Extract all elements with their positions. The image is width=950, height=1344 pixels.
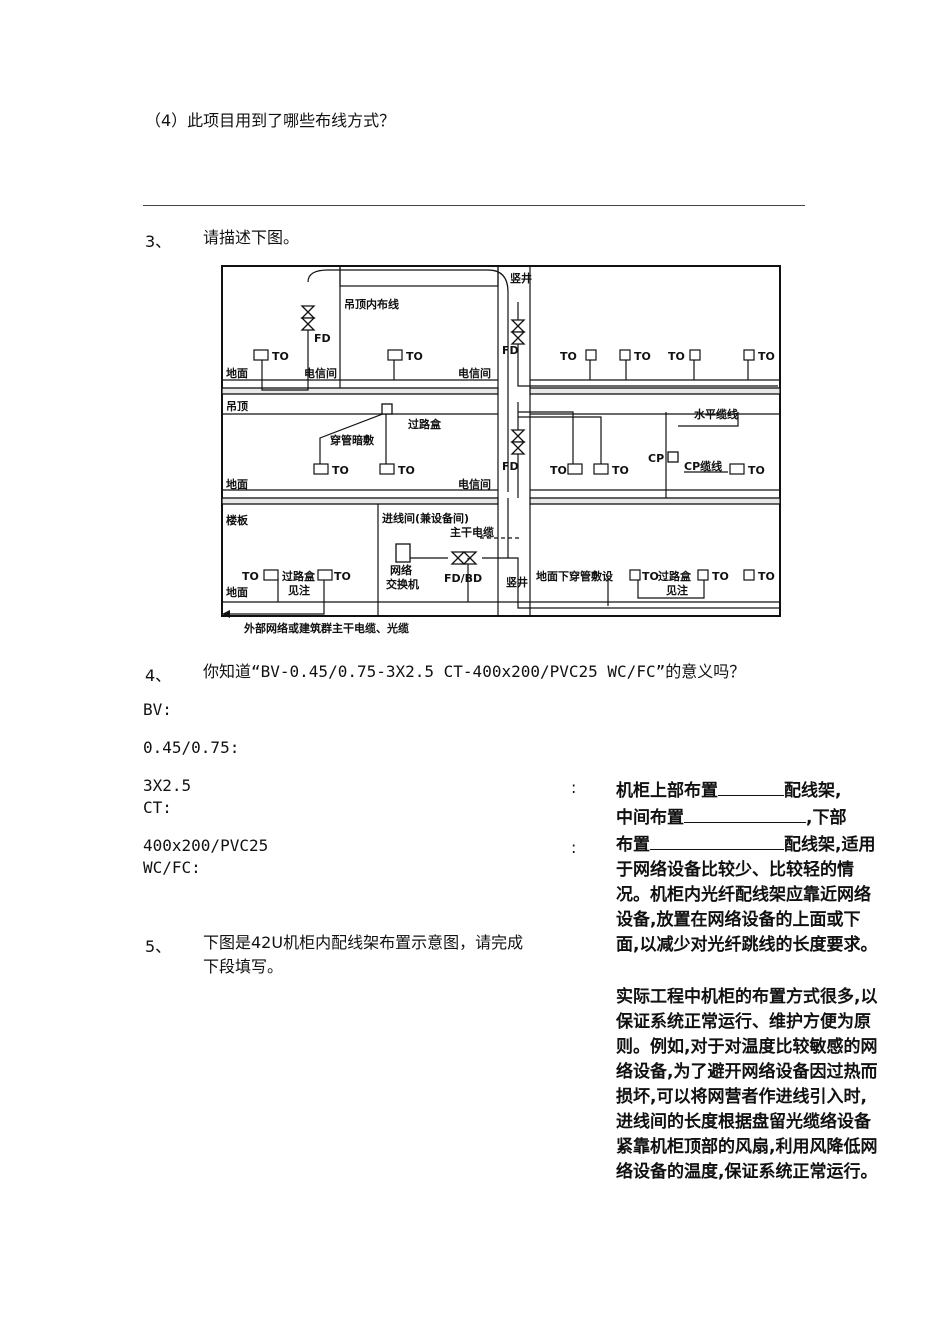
question-3-number: 3、 — [145, 232, 172, 251]
item-voltage: 0.45/0.75: — [143, 738, 240, 757]
label-to-6: TO — [758, 350, 775, 363]
label-fd-3: FD — [502, 460, 519, 473]
label-ceiling-wiring: 吊顶内布线 — [344, 297, 399, 311]
right-paragraph-1: 机柜上部布置配线架, 中间布置,下部 布置配线架,适用于网络设备比较少、比较轻的… — [616, 777, 878, 958]
label-to-11: TO — [748, 464, 765, 477]
blank-2[interactable] — [684, 804, 806, 823]
label-backbone-cable: 主干电缆 — [450, 525, 494, 539]
label-to-9: TO — [550, 464, 567, 477]
label-to-14: TO — [642, 570, 659, 583]
label-to-4: TO — [634, 350, 651, 363]
label-fd-1: FD — [314, 332, 331, 345]
label-telecom-3: 电信间 — [458, 477, 491, 491]
blank-3[interactable] — [650, 831, 784, 850]
label-entrance-room: 进线间(兼设备间) — [382, 511, 469, 525]
label-slab: 楼板 — [226, 513, 249, 527]
label-to-16: TO — [758, 570, 775, 583]
label-to-7: TO — [332, 464, 349, 477]
label-to-3: TO — [560, 350, 577, 363]
label-to-10: TO — [612, 464, 629, 477]
question-3-text: 请描述下图。 — [203, 228, 300, 247]
building-outline — [221, 265, 781, 617]
label-external: 外部网络或建筑群主干电缆、光缆 — [243, 621, 409, 635]
arrow-icon — [222, 610, 230, 618]
colon-2: : — [571, 838, 577, 857]
label-shaft-2: 竖井 — [506, 575, 528, 589]
label-junction-box-3: 过路盒 — [658, 569, 692, 583]
colon-1: : — [571, 778, 577, 797]
label-cp: CP — [648, 452, 664, 465]
label-to-13: TO — [334, 570, 351, 583]
cabling-diagram: 竖井 吊顶内布线 FD FD TO TO TO TO TO TO 地面 电信间 … — [221, 265, 781, 635]
question-5-line2: 下段填写。 — [203, 957, 284, 976]
label-to-2: TO — [406, 350, 423, 363]
item-3x25: 3X2.5 — [143, 776, 192, 795]
label-shaft: 竖井 — [510, 271, 532, 285]
item-wcfc: WC/FC: — [143, 858, 201, 877]
label-to-15: TO — [712, 570, 729, 583]
label-note-2: 见注 — [666, 583, 688, 597]
question-5-line1: 下图是42U机柜内配线架布置示意图，请完成 — [203, 933, 524, 952]
label-floor-1: 地面 — [226, 366, 248, 380]
label-to-1: TO — [272, 350, 289, 363]
label-telecom-1: 电信间 — [304, 366, 337, 380]
label-horizontal-cable: 水平缆线 — [694, 407, 738, 421]
label-to-5: TO — [668, 350, 685, 363]
question-4-subitem: （4）此项目用到了哪些布线方式？ — [145, 111, 396, 130]
label-floor-2: 地面 — [226, 477, 248, 491]
item-bv: BV: — [143, 700, 172, 719]
item-pvc: 400x200/PVC25 — [143, 836, 269, 855]
item-ct: CT: — [143, 798, 172, 817]
label-junction-box-2: 过路盒 — [282, 569, 316, 583]
right-paragraph-2: 实际工程中机柜的布置方式很多,以保证系统正常运行、维护方便为原则。例如,对于对温… — [616, 987, 878, 1182]
label-floor-3: 地面 — [226, 585, 248, 599]
label-to-8: TO — [398, 464, 415, 477]
label-conduit: 穿管暗敷 — [330, 433, 375, 447]
label-to-12: TO — [242, 570, 259, 583]
answer-line — [143, 205, 805, 206]
label-switch-1: 网络 — [390, 563, 412, 577]
label-cp-cable: CP缆线 — [684, 459, 722, 473]
question-4-number: 4、 — [145, 666, 172, 685]
question-4-text: 你知道“BV-0.45/0.75-3X2.5 CT-400x200/PVC25 … — [203, 662, 746, 681]
label-junction-box-1: 过路盒 — [408, 417, 442, 431]
label-fd-2: FD — [502, 344, 519, 357]
label-telecom-2: 电信间 — [458, 366, 491, 380]
label-ceiling: 吊顶 — [226, 400, 248, 413]
label-underfloor: 地面下穿管敷设 — [536, 569, 614, 583]
question-5-number: 5、 — [145, 937, 172, 956]
label-note-1: 见注 — [288, 583, 310, 597]
blank-1[interactable] — [718, 777, 784, 796]
label-switch-2: 交换机 — [386, 577, 419, 591]
label-fd-bd: FD/BD — [444, 572, 482, 585]
